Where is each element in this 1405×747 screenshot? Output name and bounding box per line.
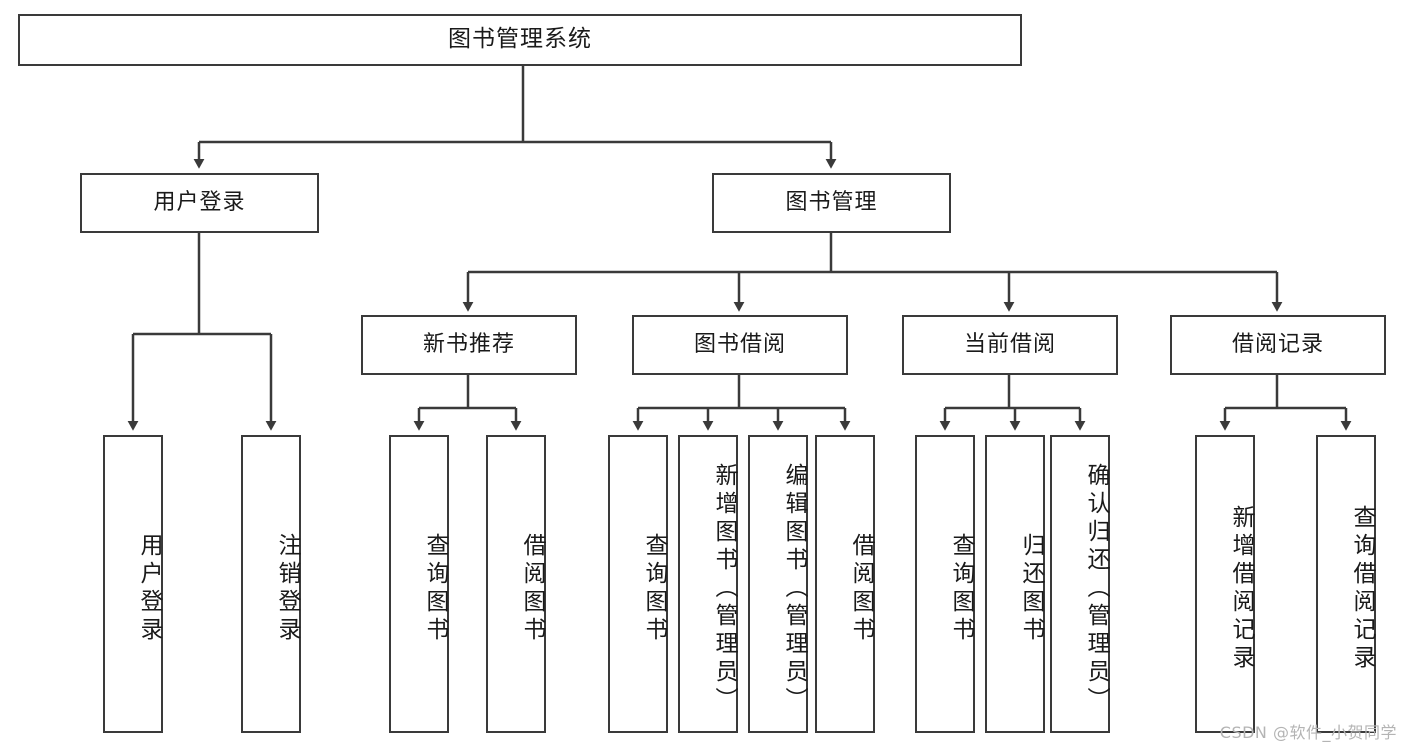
node-label: 借阅图书 — [848, 533, 874, 645]
leaf-new-book-borrow-book[interactable]: 借阅图书 — [486, 435, 546, 733]
node-current-borrow[interactable]: 当前借阅 — [902, 315, 1118, 375]
leaf-borrow-record-add-record[interactable]: 新增借阅记录 — [1195, 435, 1255, 733]
node-label: 借阅图书 — [519, 533, 545, 645]
leaf-user-login-login[interactable]: 用户登录 — [103, 435, 163, 733]
leaf-current-borrow-return-book[interactable]: 归还图书 — [985, 435, 1045, 733]
node-label: 借阅记录 — [1231, 331, 1324, 357]
node-label: 查询图书 — [948, 533, 974, 645]
node-label: 新增借阅记录 — [1228, 505, 1254, 673]
leaf-new-book-query-book[interactable]: 查询图书 — [389, 435, 449, 733]
leaf-current-borrow-query-book[interactable]: 查询图书 — [915, 435, 975, 733]
node-book-management[interactable]: 图书管理 — [712, 173, 951, 233]
leaf-book-borrow-borrow-book[interactable]: 借阅图书 — [815, 435, 875, 733]
node-label: 编辑图书（管理员） — [781, 463, 807, 715]
node-label: 图书管理系统 — [448, 26, 592, 53]
node-label: 归还图书 — [1018, 533, 1044, 645]
leaf-book-borrow-edit-book-admin[interactable]: 编辑图书（管理员） — [748, 435, 808, 733]
node-label: 查询图书 — [641, 533, 667, 645]
node-label: 查询图书 — [422, 533, 448, 645]
node-borrow-record[interactable]: 借阅记录 — [1170, 315, 1386, 375]
node-label: 新增图书（管理员） — [711, 463, 737, 715]
node-root-book-management-system[interactable]: 图书管理系统 — [18, 14, 1022, 66]
node-new-book-recommend[interactable]: 新书推荐 — [361, 315, 577, 375]
node-label: 图书管理 — [785, 189, 878, 215]
node-user-login[interactable]: 用户登录 — [80, 173, 319, 233]
node-label: 新书推荐 — [422, 331, 515, 357]
node-label: 图书借阅 — [693, 331, 786, 357]
node-label: 用户登录 — [136, 533, 162, 645]
node-label: 确认归还（管理员） — [1083, 463, 1109, 715]
node-label: 用户登录 — [153, 189, 246, 215]
leaf-book-borrow-query-book[interactable]: 查询图书 — [608, 435, 668, 733]
leaf-book-borrow-add-book-admin[interactable]: 新增图书（管理员） — [678, 435, 738, 733]
node-label: 当前借阅 — [963, 331, 1056, 357]
leaf-borrow-record-query-record[interactable]: 查询借阅记录 — [1316, 435, 1376, 733]
leaf-user-login-logout[interactable]: 注销登录 — [241, 435, 301, 733]
node-book-borrow[interactable]: 图书借阅 — [632, 315, 848, 375]
leaf-current-borrow-confirm-return-admin[interactable]: 确认归还（管理员） — [1050, 435, 1110, 733]
node-label: 注销登录 — [274, 533, 300, 645]
node-label: 查询借阅记录 — [1349, 505, 1375, 673]
